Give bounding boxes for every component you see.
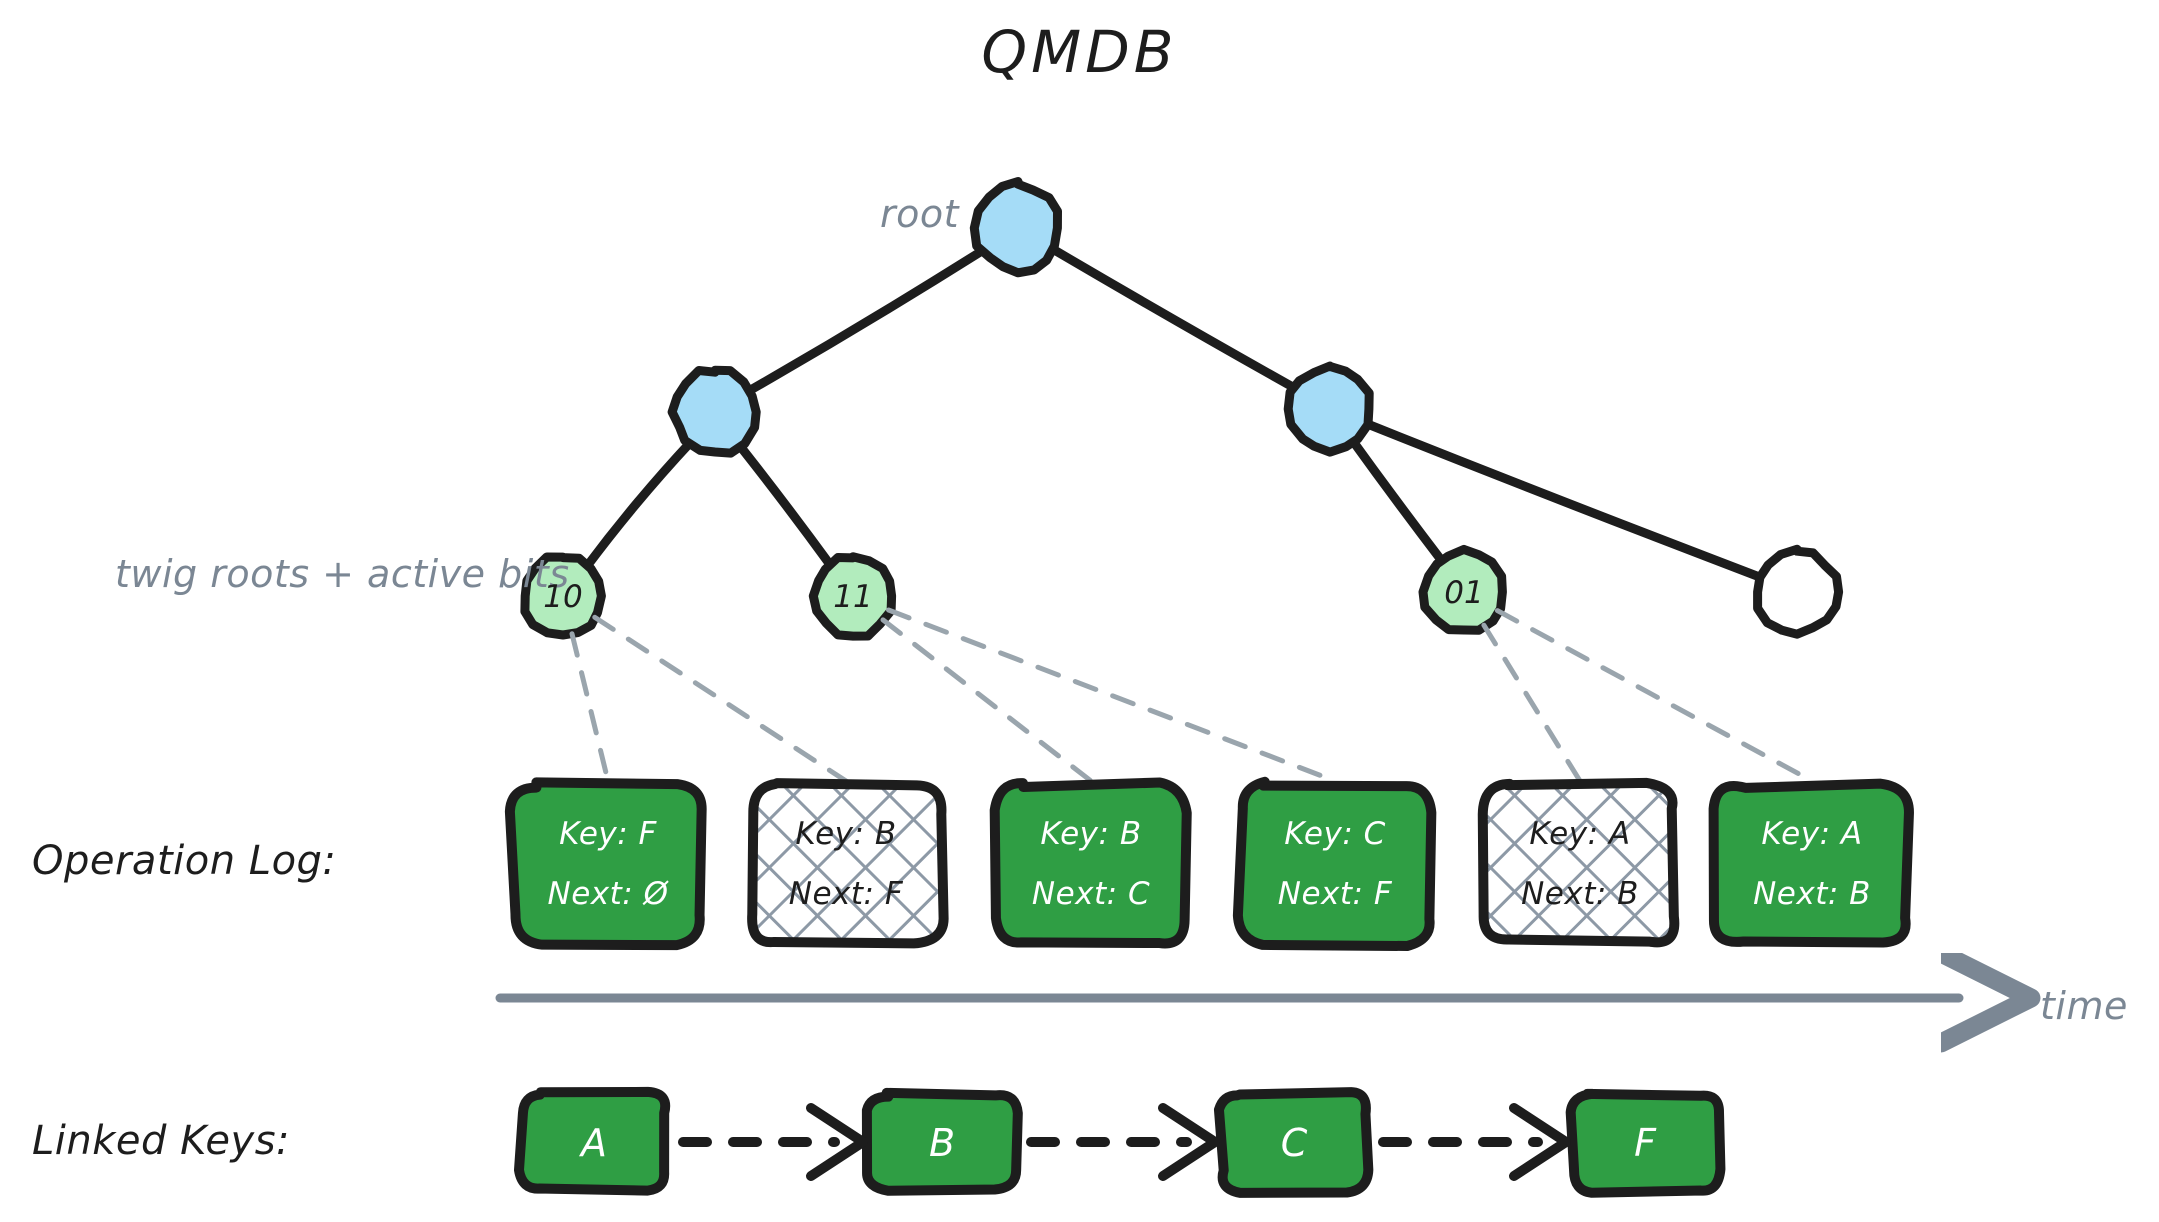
linked-key-box[interactable] bbox=[513, 1086, 671, 1196]
linked-keys-arrows-group bbox=[678, 1103, 1571, 1181]
operation-log-box[interactable] bbox=[1232, 776, 1437, 952]
twig-log-link bbox=[1481, 622, 1583, 784]
operation-log-next-text: Next: B bbox=[1753, 876, 1871, 912]
twig-log-link bbox=[880, 617, 1094, 784]
operation-log-boxes-group bbox=[504, 776, 1914, 952]
linked-key-letter: A bbox=[581, 1121, 607, 1165]
twig-log-link bbox=[1494, 608, 1815, 784]
linked-keys-label: Linked Keys: bbox=[32, 1118, 291, 1164]
operation-log-box[interactable] bbox=[1708, 778, 1914, 948]
tree-node-inner-left[interactable] bbox=[667, 365, 761, 458]
tree-edge bbox=[733, 438, 835, 570]
operation-log-key-text: Key: B bbox=[795, 816, 897, 852]
twig-to-log-links-group bbox=[569, 607, 1815, 784]
operation-log-box[interactable] bbox=[747, 778, 949, 949]
operation-log-next-text: Next: C bbox=[1031, 876, 1151, 912]
page-title: QMDB bbox=[981, 18, 1178, 86]
twig-log-link bbox=[569, 631, 611, 784]
operation-log-box[interactable] bbox=[989, 777, 1192, 949]
tree-node-label-twig-11: 11 bbox=[833, 579, 873, 615]
operation-log-key-text: Key: B bbox=[1040, 816, 1142, 852]
tree-node-label-twig-10: 10 bbox=[543, 579, 583, 615]
tree-node-twig-10[interactable] bbox=[520, 552, 606, 640]
tree-edges-group bbox=[582, 243, 1767, 583]
operation-log-key-text: Key: A bbox=[1761, 816, 1863, 852]
linked-keys-boxes-group bbox=[513, 1086, 1726, 1198]
operation-log-key-text: Key: C bbox=[1284, 816, 1386, 852]
twig-log-link bbox=[886, 607, 1338, 784]
root-label: root bbox=[880, 192, 960, 236]
operation-log-box[interactable] bbox=[504, 777, 707, 951]
tree-edge bbox=[743, 244, 990, 396]
tree-edge bbox=[1046, 243, 1302, 394]
linked-key-letter: C bbox=[1280, 1121, 1308, 1165]
tree-node-twig-01[interactable] bbox=[1418, 544, 1507, 635]
tree-node-twig-empty[interactable] bbox=[1753, 544, 1844, 639]
linked-key-letter: F bbox=[1634, 1121, 1656, 1165]
linked-key-arrow-head bbox=[1509, 1103, 1571, 1181]
twig-log-link bbox=[592, 614, 849, 784]
time-axis-label: time bbox=[2040, 984, 2128, 1028]
operation-log-next-text: Next: B bbox=[1521, 876, 1639, 912]
linked-key-letter: B bbox=[928, 1121, 956, 1165]
operation-log-next-text: Next: F bbox=[1277, 876, 1393, 912]
operation-log-key-text: Key: F bbox=[559, 816, 657, 852]
tree-node-label-twig-01: 01 bbox=[1444, 575, 1484, 611]
tree-node-inner-right[interactable] bbox=[1283, 361, 1374, 457]
tree-nodes-group bbox=[520, 177, 1844, 641]
tree-node-root[interactable] bbox=[969, 177, 1062, 278]
linked-key-arrow-head bbox=[806, 1103, 868, 1181]
operation-log-label: Operation Log: bbox=[32, 838, 337, 884]
operation-log-key-text: Key: A bbox=[1529, 816, 1631, 852]
operation-log-next-text: Next: F bbox=[788, 876, 904, 912]
linked-key-box[interactable] bbox=[861, 1087, 1023, 1196]
tree-edge bbox=[1347, 435, 1447, 566]
tree-node-twig-11[interactable] bbox=[808, 552, 897, 641]
linked-key-box[interactable] bbox=[1565, 1088, 1726, 1198]
operation-log-next-text: Next: Ø bbox=[547, 876, 669, 912]
linked-key-arrow-head bbox=[1158, 1103, 1220, 1181]
operation-log-box[interactable] bbox=[1477, 777, 1680, 948]
tree-edge bbox=[582, 437, 696, 571]
linked-key-box[interactable] bbox=[1213, 1087, 1374, 1198]
tree-edge bbox=[1360, 418, 1767, 583]
twig-roots-label: twig roots + active bits bbox=[115, 552, 570, 596]
